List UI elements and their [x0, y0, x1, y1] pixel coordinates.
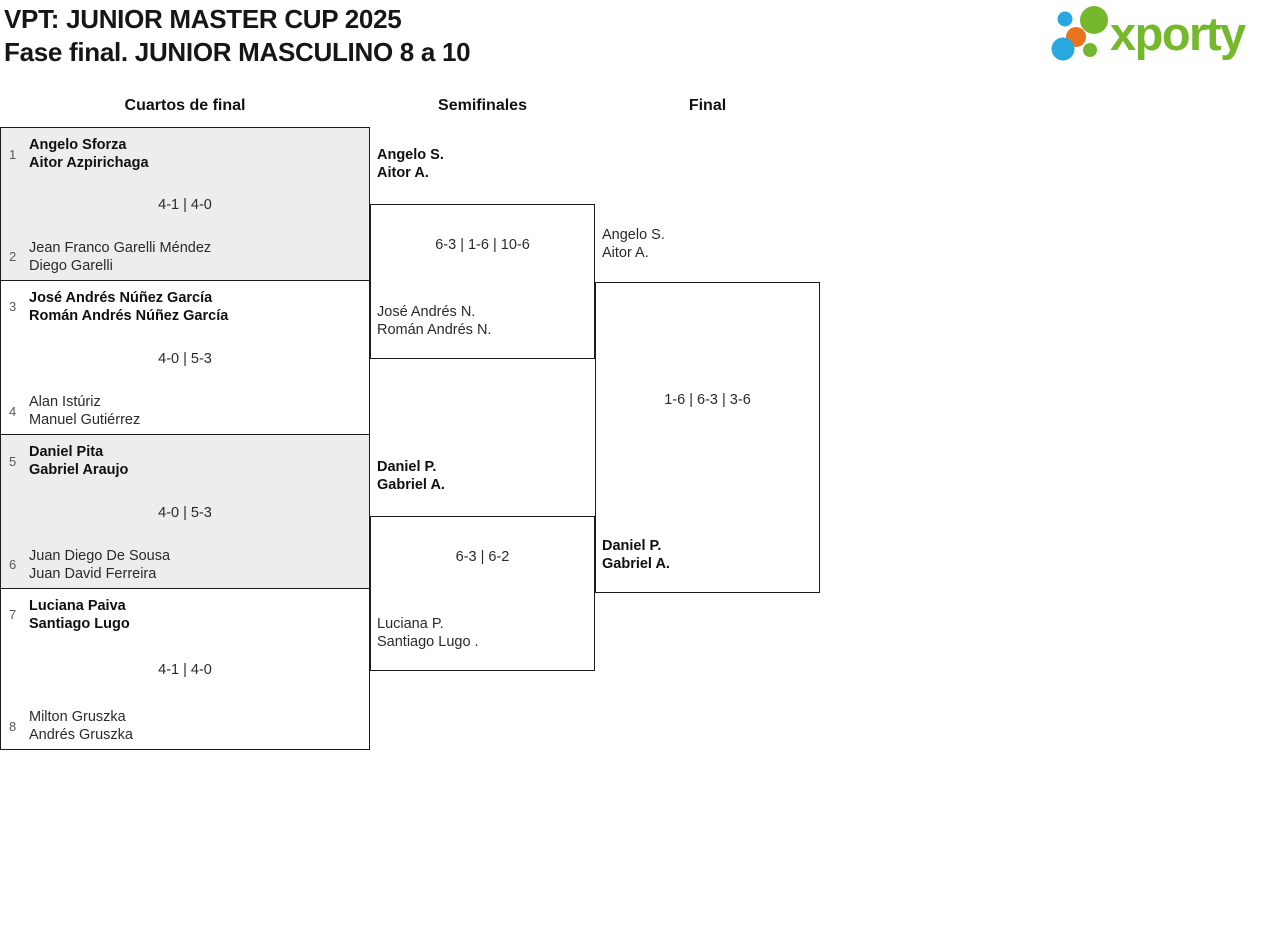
title-line-1: VPT: JUNIOR MASTER CUP 2025	[4, 4, 402, 34]
player-name: Gabriel Araujo	[29, 462, 129, 478]
team-name: Juan Diego De Sousa Juan David Ferreira	[29, 547, 170, 583]
match-score: 4-0 | 5-3	[158, 350, 212, 367]
player-name: Manuel Gutiérrez	[29, 412, 141, 428]
player-name: Daniel P.	[602, 538, 662, 554]
player-name: Santiago Lugo	[29, 615, 130, 632]
player-name: Angelo S.	[377, 147, 444, 163]
seed-number: 7	[9, 607, 17, 622]
team-name: Angelo Sforza Aitor Azpirichaga	[29, 136, 149, 172]
match-score: 4-0 | 5-3	[158, 504, 212, 521]
final-team-bottom: Daniel P. Gabriel A.	[602, 537, 670, 573]
player-name: Angelo S.	[602, 227, 665, 243]
seed-number: 4	[9, 403, 17, 419]
player-name: Román Andrés N.	[377, 322, 492, 338]
team-row: 8 Milton Gruszka Andrés Gruszka	[9, 708, 361, 744]
player-name: Daniel Pita	[29, 444, 104, 460]
column-header-final: Final	[688, 97, 727, 114]
player-name: José Andrés Núñez García	[29, 289, 213, 306]
team-name: Milton Gruszka Andrés Gruszka	[29, 708, 133, 744]
sf1-score: 6-3 | 1-6 | 10-6	[435, 237, 530, 253]
player-name: Juan Diego De Sousa	[29, 547, 171, 564]
player-name: Jean Franco Garelli Méndez	[29, 239, 212, 256]
page-title: VPT: JUNIOR MASTER CUP 2025 Fase final. …	[4, 3, 471, 69]
match-score: 4-1 | 4-0	[158, 197, 212, 214]
final-box	[595, 282, 820, 593]
team-row: 1 Angelo Sforza Aitor Azpirichaga	[9, 136, 361, 172]
title-line-2: Fase final. JUNIOR MASCULINO 8 a 10	[4, 37, 471, 67]
final-score: 1-6 | 6-3 | 3-6	[664, 392, 751, 408]
logo-dots-icon	[1051, 6, 1108, 61]
sf2-score: 6-3 | 6-2	[455, 549, 510, 565]
team-row: 3 José Andrés Núñez García Román Andrés …	[9, 289, 361, 325]
seed-number: 2	[9, 249, 17, 264]
team-name: Daniel Pita Gabriel Araujo	[29, 443, 128, 479]
player-name: Luciana Paiva	[29, 597, 126, 614]
xporty-logo: xporty	[1046, 2, 1246, 68]
qf-match-3: 5 Daniel Pita Gabriel Araujo 4-0 | 5-3 6…	[1, 435, 369, 589]
qf-match-1: 1 Angelo Sforza Aitor Azpirichaga 4-1 | …	[1, 128, 369, 281]
qf-match-4: 7 Luciana Paiva Santiago Lugo 4-1 | 4-0 …	[1, 588, 369, 749]
semifinal-2-box	[370, 516, 595, 671]
seed-number: 8	[9, 718, 17, 734]
sf1-team-top: Angelo S. Aitor A.	[377, 146, 444, 182]
player-name: Andrés Gruszka	[29, 727, 133, 743]
sf1-team-bottom: José Andrés N. Román Andrés N.	[377, 303, 491, 339]
seed-number: 5	[9, 453, 17, 469]
sf2-team-top: Daniel P. Gabriel A.	[377, 458, 445, 494]
final-team-top: Angelo S. Aitor A.	[602, 226, 665, 262]
team-row: 4 Alan Istúriz Manuel Gutiérrez	[9, 393, 361, 429]
team-name: Jean Franco Garelli Méndez Diego Garelli	[29, 239, 211, 275]
seed-number: 6	[9, 557, 17, 572]
team-name: Alan Istúriz Manuel Gutiérrez	[29, 393, 140, 429]
semifinal-1-box	[370, 204, 595, 359]
logo-wordmark: xporty	[1110, 7, 1246, 60]
column-header-cuartos: Cuartos de final	[124, 97, 246, 114]
player-name: Juan David Ferreira	[29, 565, 157, 582]
player-name: Milton Gruszka	[29, 709, 126, 725]
player-name: Angelo Sforza	[29, 137, 127, 153]
player-name: Alan Istúriz	[29, 394, 101, 410]
qf-match-2: 3 José Andrés Núñez García Román Andrés …	[1, 280, 369, 435]
player-name: Aitor A.	[377, 165, 429, 181]
player-name: Luciana P.	[377, 616, 444, 632]
player-name: Daniel P.	[377, 459, 437, 475]
team-row: 2 Jean Franco Garelli Méndez Diego Garel…	[9, 239, 361, 275]
team-row: 5 Daniel Pita Gabriel Araujo	[9, 443, 361, 479]
player-name: Aitor A.	[602, 245, 649, 261]
team-row: 7 Luciana Paiva Santiago Lugo	[9, 597, 361, 633]
player-name: Gabriel A.	[377, 477, 445, 493]
player-name: Aitor Azpirichaga	[29, 155, 149, 171]
seed-number: 1	[9, 146, 17, 162]
sf2-team-bottom: Luciana P. Santiago Lugo .	[377, 615, 479, 651]
team-row: 6 Juan Diego De Sousa Juan David Ferreir…	[9, 547, 361, 583]
match-score: 4-1 | 4-0	[158, 662, 212, 679]
column-header-semifinales: Semifinales	[438, 97, 527, 114]
player-name: Santiago Lugo .	[377, 634, 479, 650]
player-name: Román Andrés Núñez García	[29, 307, 229, 324]
player-name: José Andrés N.	[377, 304, 476, 320]
quarterfinals-column: 1 Angelo Sforza Aitor Azpirichaga 4-1 | …	[0, 127, 370, 750]
seed-number: 3	[9, 299, 17, 314]
team-name: José Andrés Núñez García Román Andrés Nú…	[29, 289, 228, 325]
team-name: Luciana Paiva Santiago Lugo	[29, 597, 130, 633]
player-name: Gabriel A.	[602, 556, 670, 572]
player-name: Diego Garelli	[29, 257, 113, 274]
